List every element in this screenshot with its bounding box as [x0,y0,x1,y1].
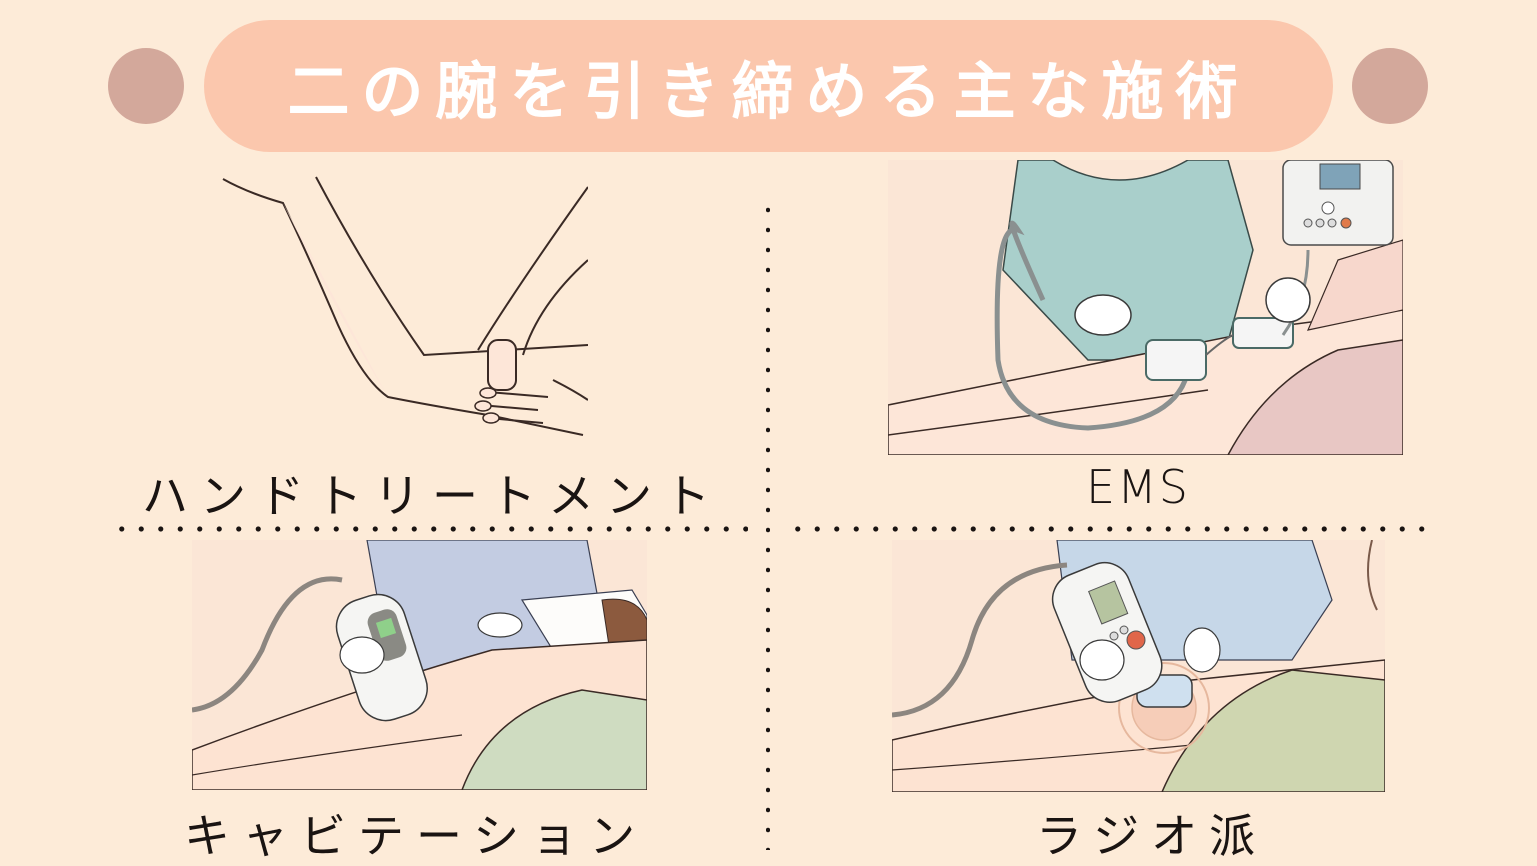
horizontal-dotted-divider-right [788,526,1428,532]
treatment-label-ems: EMS [1086,460,1190,514]
treatment-label-cavitation: キャビテーション [184,809,648,863]
title-banner: 二の腕を引き締める主な施術 [204,20,1333,152]
treatment-label-radio-frequency: ラジオ派 [1036,809,1268,863]
ems-electrode-pads-illustration [888,160,1403,455]
decorative-dot-left [108,48,184,124]
cavitation-handheld-device-illustration [192,540,647,790]
treatment-label-hand: ハンドトリートメント [142,469,722,523]
radio-frequency-device-illustration [892,540,1385,792]
page-title: 二の腕を引き締める主な施術 [287,55,1250,128]
decorative-dot-right [1352,48,1428,124]
hand-massage-arm-illustration [188,165,588,455]
vertical-dotted-divider [766,200,770,850]
horizontal-dotted-divider-left [112,526,748,532]
